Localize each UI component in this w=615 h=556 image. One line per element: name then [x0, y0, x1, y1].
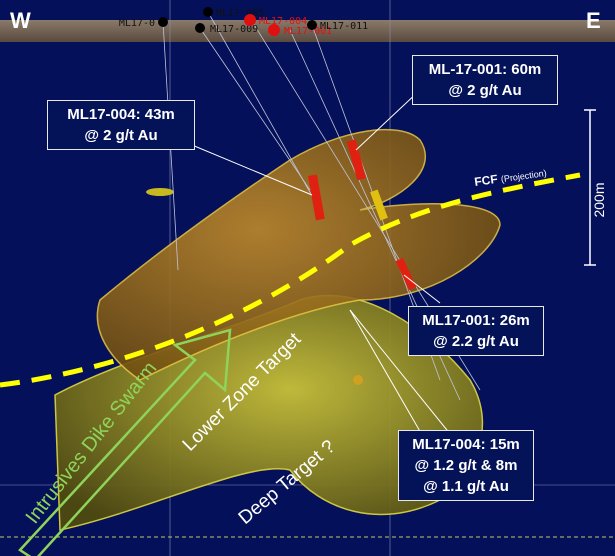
callout-line: @ 2 g/t Au: [448, 82, 522, 99]
collar-marker: [158, 17, 168, 27]
collar-label: ML17-004: [259, 16, 307, 27]
scale-label: 200m: [591, 182, 607, 217]
collar-marker: [203, 7, 213, 17]
collar-marker: [307, 20, 317, 30]
fcf-fault-trace: [0, 172, 581, 388]
east-label: E: [586, 8, 601, 33]
intercept-callout-001-26m: ML17-001: 26m @ 2.2 g/t Au: [408, 306, 544, 356]
dike-swarm-arrow: [18, 328, 232, 556]
callout-line: ML17-004: 43m: [67, 106, 175, 123]
intercept-callout-004-15m: ML17-004: 15m @ 1.2 g/t & 8m @ 1.1 g/t Au: [398, 430, 534, 501]
callout-line: ML17-001: 26m: [422, 312, 530, 329]
collar-label: ML17-011: [320, 21, 368, 32]
scale-bar: [584, 109, 596, 266]
west-label: W: [10, 8, 31, 33]
collar-marker: [268, 24, 280, 36]
collar-marker: [244, 14, 256, 26]
callout-line: ML-17-001: 60m: [428, 61, 542, 78]
callout-leaders: [179, 89, 456, 441]
callout-line: @ 2 g/t Au: [84, 127, 158, 144]
callout-line: @ 1.2 g/t & 8m: [414, 457, 518, 474]
assay-intervals: [308, 139, 417, 385]
topography-surface: [0, 20, 615, 42]
callout-line: @ 1.1 g/t Au: [423, 478, 509, 495]
drillhole-collars: ML17-0 ML17-005 ML17-009 ML17-004 ML17-0…: [119, 7, 368, 37]
collar-label: ML17-0: [119, 18, 155, 29]
collar-label: ML17-009: [210, 24, 258, 35]
intercept-callout-004-43m: ML17-004: 43m @ 2 g/t Au: [47, 100, 195, 150]
collar-label: ML17-001: [284, 26, 332, 37]
collar-marker: [195, 23, 205, 33]
collar-label: ML17-005: [216, 8, 264, 19]
callout-line: ML17-004: 15m: [412, 436, 520, 453]
intercept-callout-001-60m: ML-17-001: 60m @ 2 g/t Au: [412, 55, 558, 105]
callout-line: @ 2.2 g/t Au: [433, 333, 519, 350]
